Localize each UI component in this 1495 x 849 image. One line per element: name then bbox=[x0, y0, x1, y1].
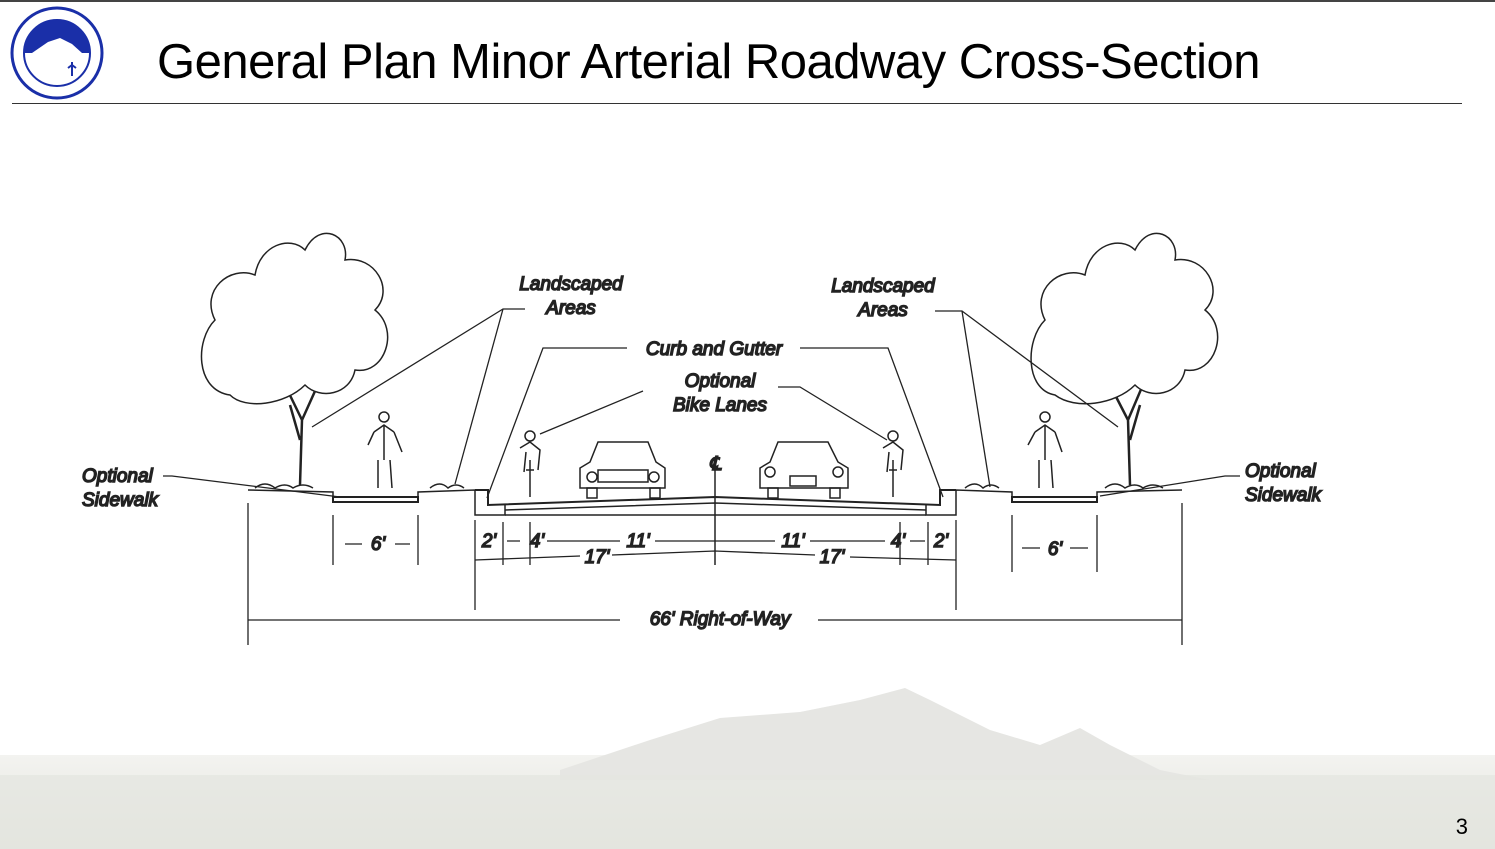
landscaped-areas-left-label: Landscaped bbox=[519, 274, 624, 295]
dim-right-of-way: 66' Right-of-Way bbox=[650, 609, 792, 630]
dim-bike-right: 4' bbox=[891, 531, 907, 552]
dim-sidewalk-left: 6' bbox=[371, 534, 387, 555]
town-seal-logo bbox=[10, 6, 104, 100]
dimension-lines bbox=[247, 503, 1183, 645]
dim-bike-left: 4' bbox=[530, 531, 546, 552]
top-border bbox=[0, 0, 1495, 2]
dim-half-right: 17' bbox=[820, 547, 846, 568]
landscaped-areas-right-label: Landscaped bbox=[831, 276, 936, 297]
dim-gutter-right: 2' bbox=[933, 531, 950, 552]
tree-left-icon bbox=[200, 232, 389, 486]
sidewalk-left-label-2: Sidewalk bbox=[82, 490, 160, 511]
slide-title: General Plan Minor Arterial Roadway Cros… bbox=[157, 35, 1260, 89]
pedestrian-right-icon bbox=[1027, 411, 1063, 489]
tree-right-icon bbox=[1030, 232, 1219, 486]
landscaped-areas-left-label-2: Areas bbox=[545, 298, 596, 319]
car-right-icon bbox=[759, 441, 849, 499]
cyclist-right-icon bbox=[882, 430, 904, 497]
leader-lines bbox=[163, 308, 1240, 499]
dim-gutter-left: 2' bbox=[481, 531, 498, 552]
title-divider bbox=[12, 103, 1462, 104]
dim-half-left: 17' bbox=[585, 547, 611, 568]
centerline-symbol: ℄ bbox=[709, 454, 722, 475]
pedestrian-left-icon bbox=[367, 411, 403, 489]
sidewalk-right-label-2: Sidewalk bbox=[1245, 485, 1323, 506]
cyclist-left-icon bbox=[519, 430, 541, 497]
car-left-icon bbox=[579, 441, 666, 499]
dim-sidewalk-right: 6' bbox=[1048, 539, 1064, 560]
page-number: 3 bbox=[1455, 814, 1468, 839]
bike-lanes-label-2: Bike Lanes bbox=[673, 395, 768, 416]
landscaped-areas-right-label-2: Areas bbox=[857, 300, 908, 321]
sidewalk-left-label: Optional bbox=[82, 466, 154, 487]
dim-lane-right: 11' bbox=[781, 531, 806, 552]
sidewalk-right-label: Optional bbox=[1245, 461, 1317, 482]
bike-lanes-label: Optional bbox=[685, 371, 757, 392]
dim-lane-left: 11' bbox=[626, 531, 651, 552]
curb-gutter-label: Curb and Gutter bbox=[646, 339, 783, 360]
